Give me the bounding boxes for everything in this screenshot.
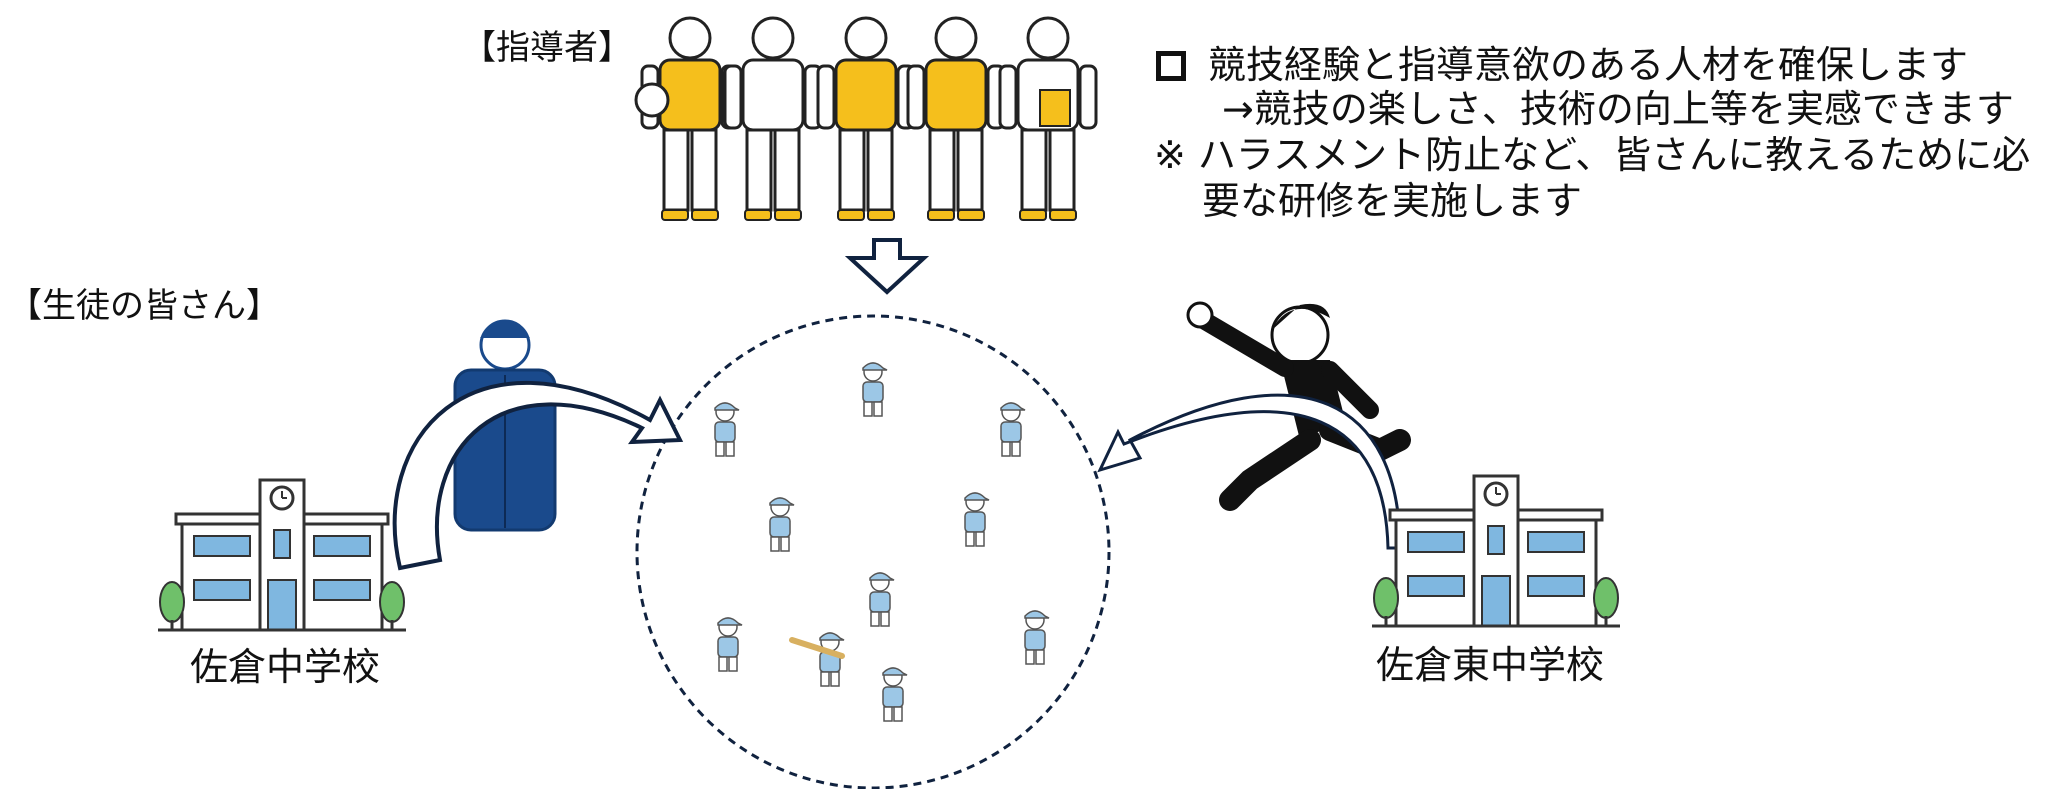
player-figure — [869, 572, 895, 627]
students-label: 【生徒の皆さん】 — [8, 286, 280, 326]
player-figure — [882, 667, 908, 722]
arrow-left-to-circle — [392, 380, 684, 571]
player-figure — [714, 402, 740, 457]
bullet-line: 競技経験と指導意欲のある人材を確保します — [1156, 34, 1968, 89]
instructor-figure — [906, 16, 1006, 222]
bullet-sub-text: →競技の楽しさ、技術の向上等を実感できます — [1222, 87, 2014, 131]
player-figure — [819, 632, 845, 687]
player-figure — [862, 362, 888, 417]
note-sub-text: 要な研修を実施します — [1202, 179, 1583, 223]
player-figure — [717, 617, 743, 672]
note-text: ※ ハラスメント防止など、皆さんに教えるために必 — [1154, 133, 2031, 177]
player-figure — [1024, 610, 1050, 665]
school-left-label: 佐倉中学校 — [190, 645, 381, 689]
square-bullet-icon — [1156, 51, 1186, 81]
ball-icon — [634, 82, 670, 118]
school-right-label: 佐倉東中学校 — [1376, 643, 1605, 687]
school-building-left-icon — [156, 478, 408, 632]
instructor-figure — [723, 16, 823, 222]
school-building-right-icon — [1370, 474, 1622, 628]
bullet-text: 競技経験と指導意欲のある人材を確保します — [1208, 43, 1969, 87]
instructors-label: 【指導者】 — [462, 28, 632, 68]
arrow-right-to-circle — [1097, 393, 1402, 550]
instructor-figure — [816, 16, 916, 222]
team-circle — [635, 314, 1111, 789]
instructors-group — [634, 16, 1098, 222]
players-group — [714, 362, 1050, 722]
down-arrow-icon — [844, 238, 930, 295]
clipboard-icon — [1039, 89, 1071, 127]
bat-icon — [789, 637, 845, 659]
player-figure — [769, 497, 795, 552]
player-figure — [964, 492, 990, 547]
player-figure — [1000, 402, 1026, 457]
